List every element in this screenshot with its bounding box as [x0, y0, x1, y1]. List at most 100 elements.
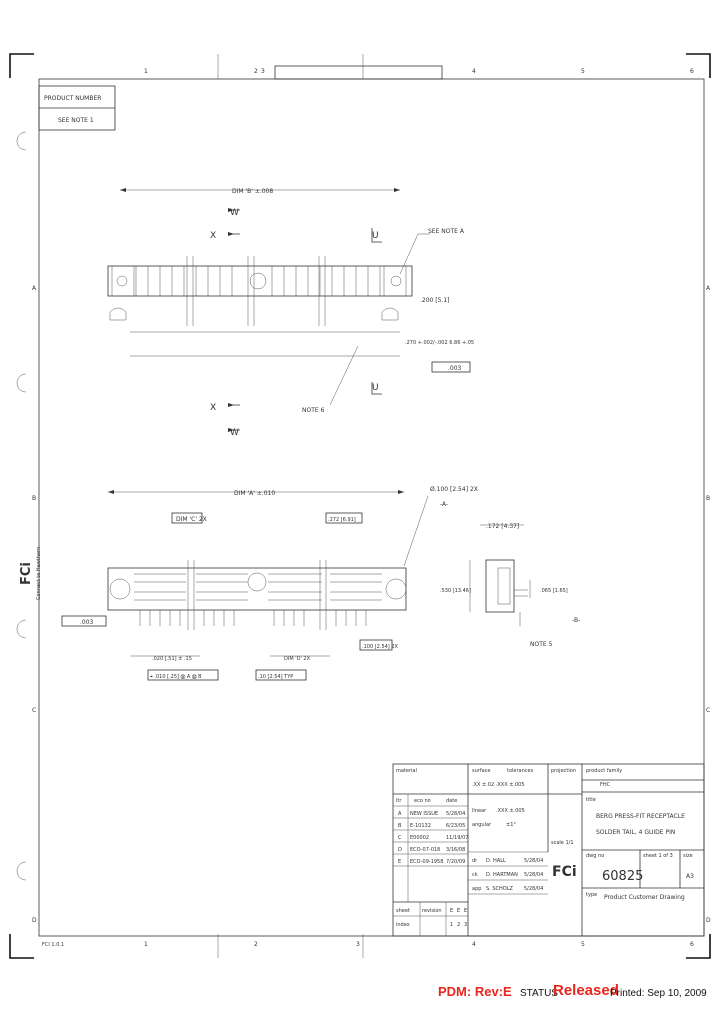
top-section-u: U [372, 231, 379, 241]
side-dim-right: .065 [1.65] [540, 588, 568, 594]
tb-rev-cell: E [464, 908, 467, 914]
drawing-frame [38, 78, 705, 937]
side-dim-top: .172 [4.37] [486, 523, 519, 530]
top-section-w-bottom: W [230, 428, 239, 438]
zone-bottom-3: 3 [356, 941, 360, 948]
title-block-grid [392, 763, 705, 937]
pdm-revision: PDM: Rev:E [438, 984, 512, 999]
tb-title-label: title [586, 797, 596, 803]
tb-scale: scale 1/1 [551, 840, 574, 846]
revision-rows: A NEW ISSUE 5/28/04 B E-10132 6/23/05 C … [398, 811, 468, 865]
tb-sheet-cell: 3 [464, 922, 467, 928]
rev-row-date: 5/28/04 [446, 811, 465, 817]
tb-ltr-label: ltr [396, 798, 402, 804]
top-note-6: NOTE 6 [302, 407, 325, 414]
status-value: Released [553, 982, 619, 999]
tb-sheet: sheet 1 of 3 [643, 853, 673, 859]
sig-name: S. SCHOLZ [486, 886, 513, 892]
bottom-left-note: FCI 1.0.1 [42, 942, 64, 948]
front-dim-overall: DIM 'A' ±.010 [234, 490, 275, 497]
tb-projection-label: projection [551, 768, 576, 774]
tb-size-label: size [683, 853, 693, 859]
zone-top-6: 6 [690, 68, 694, 75]
zone-side-left-b: B [32, 495, 36, 502]
tb-eco-label: eco no [414, 798, 431, 804]
sig-role: ck [472, 872, 478, 878]
top-section-u-bottom: U [372, 383, 379, 393]
rev-row-eco: NEW ISSUE [410, 811, 438, 817]
top-dim-overall: DIM 'B' ±.008 [232, 188, 273, 195]
tb-angular-value: ±1° [506, 822, 516, 828]
rev-row-eco: ECO-09-1958 [410, 859, 443, 865]
tb-title-line2: SOLDER TAIL, 4 GUIDE PIN [596, 829, 675, 836]
front-datum-a: -A- [440, 501, 448, 508]
rev-row-eco: E00002 [410, 835, 429, 841]
rev-row-eco: ECO-07-018 [410, 847, 440, 853]
zone-bottom-4: 4 [472, 941, 476, 948]
sig-date: 5/28/04 [524, 858, 543, 864]
front-view [61, 490, 429, 681]
sig-date: 5/28/04 [524, 872, 543, 878]
tb-linear-value: .XXX ±.005 [496, 808, 525, 814]
rev-row-ltr: D [398, 847, 402, 853]
status-label: STATUS [520, 988, 558, 999]
zone-top-1: 1 [144, 68, 148, 75]
printed-date: Printed: Sep 10, 2009 [610, 988, 707, 999]
zone-top-3: 3 [261, 68, 265, 75]
zone-side-left-a: A [32, 285, 37, 292]
front-dim-f: .020 [.51] ± .15 [152, 656, 192, 662]
tb-rev-cell: E [450, 908, 453, 914]
zone-top-5: 5 [581, 68, 585, 75]
front-callout: Ø.100 [2.54] 2X [430, 486, 478, 493]
tb-dwg-label: dwg no [586, 853, 604, 859]
front-flatness: .003 [80, 619, 94, 626]
rev-row-ltr: C [398, 835, 402, 841]
side-note: NOTE 5 [530, 641, 553, 648]
tb-title-line1: BERG PRESS-FIT RECEPTACLE [596, 813, 685, 820]
top-zone-ticks [217, 54, 443, 958]
zone-side-right-d: D [706, 917, 711, 924]
zone-top-4: 4 [472, 68, 476, 75]
sig-role: dr [472, 858, 478, 864]
tb-sheet-cell: 1 [450, 922, 453, 928]
rev-row-ltr: A [398, 811, 402, 817]
tb-tolerances-label: tolerances [507, 768, 534, 774]
front-dim-d: .272 [6.91] [328, 517, 356, 523]
sig-role: app [472, 886, 481, 892]
top-section-x-bottom: X [210, 403, 216, 413]
sig-name: D. HALL [486, 858, 506, 864]
title-block-logo: FCi [552, 864, 577, 880]
front-position-tol: ⌖ .010 [.25] Ⓜ A Ⓜ B [150, 674, 202, 680]
zone-top-2: 2 [254, 68, 258, 75]
brand-tagline: Connect to Hawthorn [36, 547, 42, 600]
rev-row-date: 3/16/08 [446, 847, 465, 853]
brand-strip: FCi Connect to Hawthorn [19, 547, 42, 600]
side-datum-b: -B- [572, 617, 580, 624]
sig-date: 5/28/04 [524, 886, 543, 892]
top-section-w: W [230, 208, 239, 218]
tb-date-label: date [446, 798, 457, 804]
product-number-value: SEE NOTE 1 [58, 117, 94, 124]
top-dim-a: .200 [5.1] [420, 297, 450, 304]
tb-angular-label: angular [472, 822, 492, 828]
tb-revision-label: revision [422, 908, 442, 914]
side-view [469, 524, 531, 626]
product-number-header: PRODUCT NUMBER [44, 95, 101, 102]
top-dim-b: .270 +.002/-.002 6.86 +.05 [405, 340, 474, 346]
fci-logo: FCi [19, 562, 34, 585]
front-tail-dim: DIM 'D' 2X [284, 656, 311, 662]
rev-row-ltr: B [398, 823, 402, 829]
zone-side-left-c: C [32, 707, 36, 714]
front-dim-c: DIM 'C' 2X [176, 516, 207, 523]
registration-marks [16, 131, 27, 881]
front-dim-e: .100 [2.54] 2X [362, 644, 399, 650]
tb-type-label: type [586, 892, 597, 898]
top-view [107, 188, 471, 432]
tb-tolerances-value: .XX ±.02 .XXX ±.005 [472, 782, 525, 788]
tb-sheet-row-label: sheet [396, 908, 410, 914]
zone-bottom-1: 1 [144, 941, 148, 948]
product-number-box [38, 85, 116, 131]
tb-drawing-number: 60825 [602, 869, 643, 884]
rev-row-date: 11/19/07 [446, 835, 468, 841]
